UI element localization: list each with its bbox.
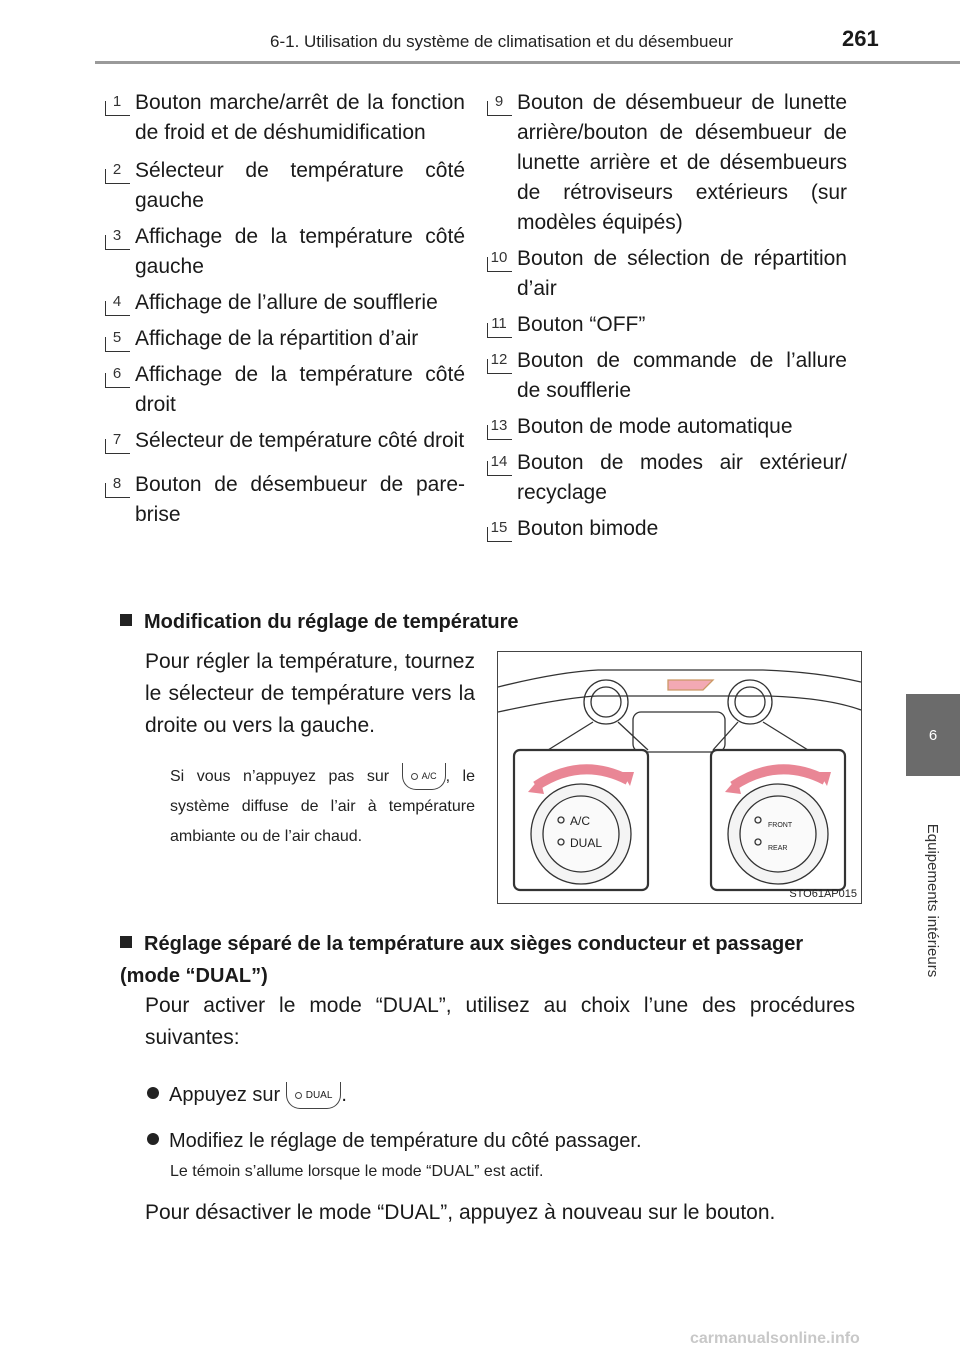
- callout-number: 11: [487, 310, 512, 338]
- callout-number: 5: [105, 324, 130, 352]
- header-divider: [95, 61, 960, 64]
- callout-number: 12: [487, 346, 512, 374]
- front-label: FRONT: [768, 822, 793, 829]
- callout-number: 15: [487, 514, 512, 542]
- section-title: 6-1. Utilisation du système de climatisa…: [270, 32, 734, 51]
- dashboard-drawing: A/C DUAL FRONT REAR: [497, 669, 862, 892]
- rear-label: REAR: [768, 845, 787, 852]
- dual-bullet-2: Modifiez le réglage de température du cô…: [147, 1130, 642, 1153]
- dual-button-icon: DUAL: [285, 1082, 342, 1109]
- callout-number: 4: [105, 288, 130, 316]
- callout-number: 9: [487, 88, 512, 116]
- ac-note: Si vous n’appuyez pas sur A/C, le systèm…: [170, 762, 475, 852]
- callout-number: 3: [105, 222, 130, 250]
- section-heading-dual: Réglage séparé de la température aux siè…: [120, 933, 804, 987]
- section-heading-temperature: Modification du réglage de température: [120, 611, 519, 634]
- temperature-instructions: Pour régler la température, tournez le s…: [145, 650, 475, 737]
- callout-number: 13: [487, 412, 512, 440]
- dual-indicator-note: Le témoin s’allume lorsque le mode “DUAL…: [170, 1163, 544, 1180]
- dual-label: DUAL: [570, 836, 602, 850]
- chapter-number: 6: [928, 726, 938, 744]
- callout-number: 14: [487, 448, 512, 476]
- dual-deactivate: Pour désactiver le mode “DUAL”, appuyez …: [145, 1201, 776, 1224]
- ac-button-icon: A/C: [401, 763, 446, 791]
- watermark: carmanualsonline.info: [690, 1330, 860, 1347]
- callout-number: 2: [105, 156, 130, 184]
- chapter-label: Equipements intérieurs: [924, 823, 942, 977]
- dual-bullet-1: Appuyez sur DUAL.: [147, 1082, 347, 1109]
- page-number: 261: [842, 26, 879, 51]
- dual-instructions: Pour activer le mode “DUAL”, utilisez au…: [145, 994, 855, 1049]
- climate-control-illustration: A/C DUAL FRONT REAR STO61AP015: [497, 651, 862, 904]
- callout-number: 1: [105, 88, 130, 116]
- callout-number: 6: [105, 360, 130, 388]
- callout-number: 8: [105, 470, 130, 498]
- ac-label: A/C: [570, 814, 590, 828]
- callout-number: 7: [105, 426, 130, 454]
- callout-number: 10: [487, 244, 512, 272]
- figure-code: STO61AP015: [789, 888, 857, 900]
- chapter-tab[interactable]: 6: [906, 694, 960, 776]
